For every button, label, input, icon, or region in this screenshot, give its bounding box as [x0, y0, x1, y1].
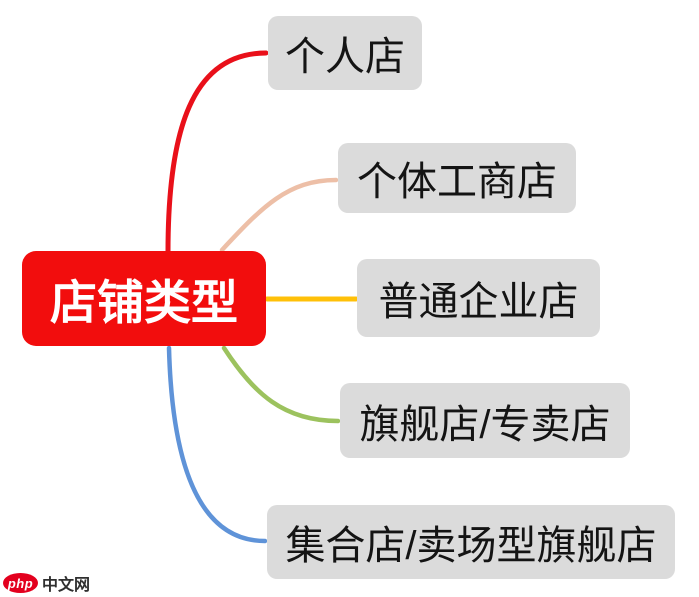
- node-flagship-specialty-store: 旗舰店/专卖店: [340, 383, 630, 458]
- edge-flagship-specialty-store: [221, 345, 341, 424]
- node-collection-mall-flagship-store: 集合店/卖场型旗舰店: [267, 505, 675, 579]
- root-node-store-type: 店铺类型: [22, 251, 266, 346]
- watermark-php-chinese-net: php 中文网: [3, 572, 90, 594]
- edge-personal-store: [165, 50, 269, 255]
- watermark-site-text: 中文网: [42, 577, 91, 594]
- edge-individual-business-store: [219, 177, 339, 253]
- edge-collection-mall-flagship-store: [166, 345, 268, 544]
- node-personal-store: 个人店: [268, 16, 422, 90]
- node-individual-business-store: 个体工商店: [338, 143, 576, 213]
- node-ordinary-enterprise-store: 普通企业店: [357, 259, 600, 337]
- php-logo-icon: php: [3, 573, 38, 593]
